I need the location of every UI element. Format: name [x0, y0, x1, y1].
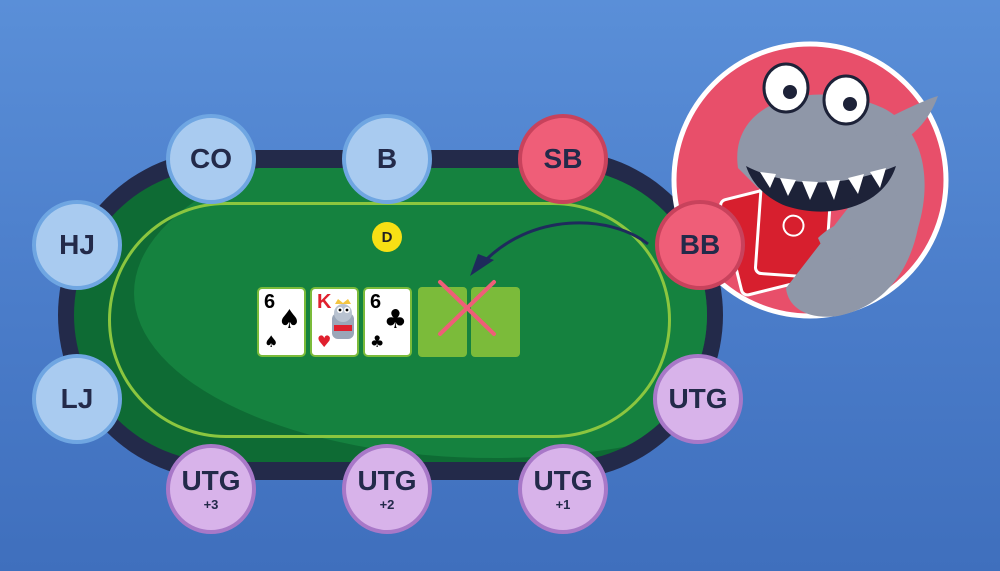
king-figure-icon [332, 299, 354, 339]
seat-b[interactable]: B [342, 114, 432, 204]
seat-label: LJ [60, 383, 94, 414]
seat-label: UTG [181, 465, 241, 496]
seat-label: UTG [533, 465, 593, 496]
seat-utg-2[interactable]: UTG +2 [342, 444, 432, 534]
card-suit-small: ♠ [264, 332, 279, 351]
board-card: 6 ♠ ♠ [257, 287, 306, 357]
card-rank: 6 [264, 291, 276, 313]
seat-sublabel: +2 [379, 497, 395, 512]
seat-label: SB [543, 143, 583, 174]
board-card: K ♥ [310, 287, 359, 357]
dealer-button: D [372, 222, 402, 252]
card-suit-small: ♥ [317, 332, 332, 351]
curved-arrow-icon [470, 221, 649, 276]
card-rank: 6 [370, 291, 382, 313]
board-card: 6 ♣ ♣ [363, 287, 412, 357]
seat-co[interactable]: CO [166, 114, 256, 204]
seat-hj[interactable]: HJ [32, 200, 122, 290]
card-rank: K [317, 291, 332, 313]
seat-sublabel: +3 [203, 497, 219, 512]
seat-utg-3[interactable]: UTG +3 [166, 444, 256, 534]
seat-lj[interactable]: LJ [32, 354, 122, 444]
seat-label: CO [190, 143, 232, 174]
seat-sb[interactable]: SB [518, 114, 608, 204]
seat-label: UTG [357, 465, 417, 496]
seat-label: BB [679, 229, 721, 260]
seat-sublabel: +1 [555, 497, 571, 512]
seat-utg-1[interactable]: UTG +1 [518, 444, 608, 534]
seat-bb[interactable]: BB [655, 200, 745, 290]
card-suit: ♣ [383, 305, 407, 335]
cross-icon [438, 280, 496, 336]
seat-label: HJ [59, 229, 95, 260]
seat-label: UTG [668, 383, 728, 414]
card-suit: ♠ [277, 305, 301, 335]
seat-label: B [376, 143, 398, 174]
card-suit-small: ♣ [370, 332, 385, 351]
seat-utg[interactable]: UTG [653, 354, 743, 444]
